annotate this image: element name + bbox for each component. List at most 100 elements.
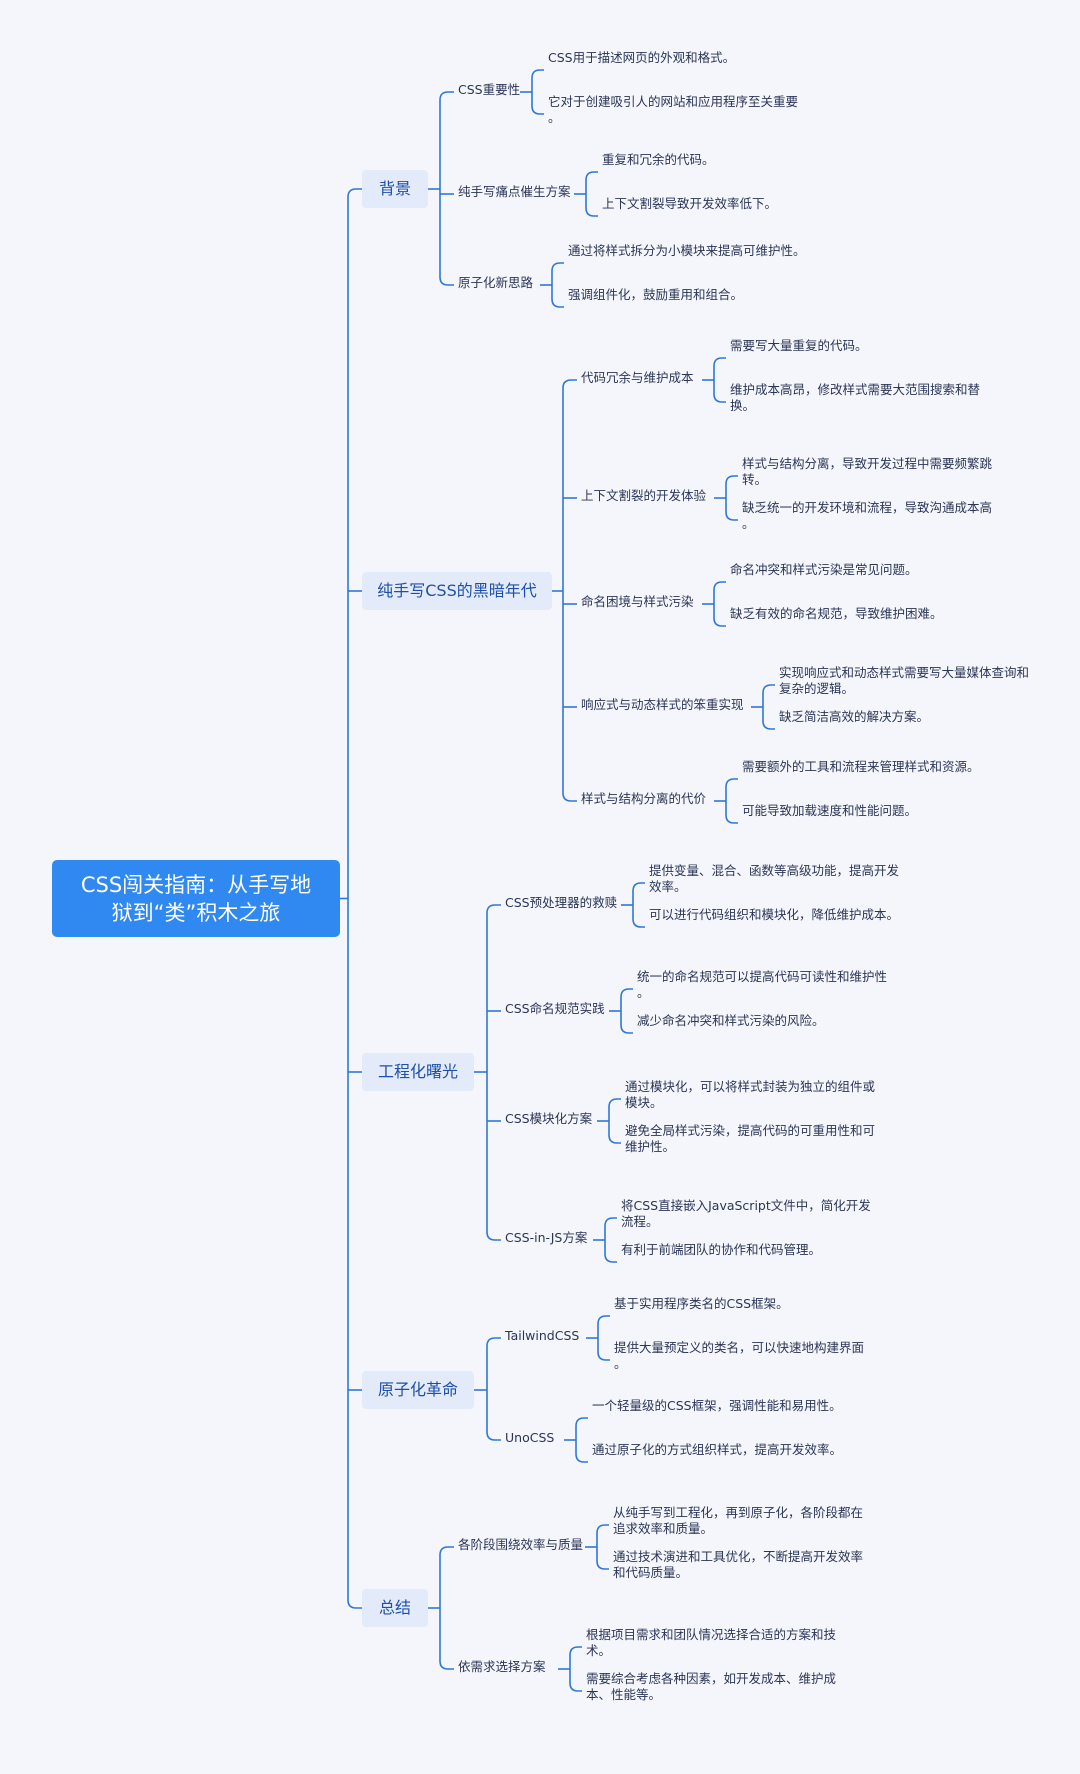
connector-line	[439, 1608, 454, 1670]
connector-line	[486, 904, 501, 1072]
detail-text: 需要综合考虑各种因素，如开发成本、维护成 本、性能等。	[586, 1671, 837, 1702]
subtopic-label[interactable]: CSS重要性	[458, 82, 521, 97]
branch-topic[interactable]: 纯手写CSS的黑暗年代	[362, 572, 552, 610]
connector-line	[620, 1011, 633, 1034]
subtopic-label[interactable]: 原子化新思路	[458, 275, 534, 290]
subtopic-label[interactable]: 命名困境与样式污染	[581, 594, 694, 609]
connector-line	[585, 171, 598, 194]
detail-text: 它对于创建吸引人的网站和应用程序至关重要 。	[548, 94, 799, 125]
detail-text: 重复和冗余的代码。	[602, 152, 715, 167]
connector-line	[762, 707, 775, 730]
detail-text: 缺乏简洁高效的解决方案。	[779, 709, 930, 724]
subtopic-label[interactable]: CSS模块化方案	[505, 1111, 593, 1126]
connector-line	[439, 1546, 454, 1608]
connector-line	[713, 357, 726, 380]
connector-line	[632, 882, 645, 905]
connector-line	[486, 1072, 501, 1241]
subtopic-label[interactable]: CSS命名规范实践	[505, 1001, 605, 1016]
subtopic-label[interactable]: UnoCSS	[505, 1430, 555, 1445]
connector-line	[596, 1524, 609, 1547]
connector-line	[725, 801, 738, 824]
connector-line	[604, 1217, 617, 1240]
connector-line	[531, 69, 544, 92]
subtopic-label[interactable]: 样式与结构分离的代价	[581, 791, 707, 806]
connector-line	[347, 898, 362, 1609]
detail-text: 通过技术演进和工具优化，不断提高开发效率 和代码质量。	[613, 1549, 864, 1580]
connector-line	[551, 262, 564, 285]
detail-text: 可以进行代码组织和模块化，降低维护成本。	[649, 907, 900, 922]
connector-line	[531, 92, 544, 115]
connector-line	[604, 1240, 617, 1263]
subtopic-label[interactable]: 纯手写痛点催生方案	[458, 184, 571, 199]
detail-text: 通过原子化的方式组织样式，提高开发效率。	[592, 1442, 843, 1457]
branch-topic[interactable]: 总结	[362, 1589, 428, 1627]
connector-line	[551, 285, 564, 308]
subtopic-label[interactable]: 上下文割裂的开发体验	[581, 488, 707, 503]
connector-line	[597, 1338, 610, 1361]
connector-line	[575, 1440, 588, 1463]
detail-text: 有利于前端团队的协作和代码管理。	[621, 1242, 822, 1257]
detail-text: 避免全局样式污染，提高代码的可重用性和可 维护性。	[625, 1123, 876, 1154]
branch-topic[interactable]: 背景	[362, 170, 428, 208]
connector-line	[632, 905, 645, 928]
connector-line	[620, 988, 633, 1011]
connector-line	[725, 778, 738, 801]
detail-text: 统一的命名规范可以提高代码可读性和维护性 。	[637, 969, 888, 1000]
detail-text: 需要写大量重复的代码。	[730, 338, 868, 353]
connector-line	[608, 1098, 621, 1121]
branch-topic[interactable]: 原子化革命	[362, 1371, 474, 1409]
detail-text: 提供变量、混合、函数等高级功能，提高开发 效率。	[649, 863, 900, 894]
connector-line	[713, 604, 726, 627]
detail-text: 通过模块化，可以将样式封装为独立的组件或 模块。	[625, 1079, 876, 1110]
subtopic-label[interactable]: TailwindCSS	[505, 1328, 580, 1343]
detail-text: 提供大量预定义的类名，可以快速地构建界面 。	[614, 1340, 865, 1371]
detail-text: 强调组件化，鼓励重用和组合。	[568, 287, 744, 302]
connector-line	[347, 188, 362, 899]
connector-line	[569, 1669, 582, 1692]
subtopic-label[interactable]: 依需求选择方案	[458, 1659, 546, 1674]
branch-topic[interactable]: 工程化曙光	[362, 1053, 474, 1091]
connector-line	[439, 91, 454, 189]
connector-line	[725, 475, 738, 498]
detail-text: 上下文割裂导致开发效率低下。	[602, 196, 778, 211]
subtopic-label[interactable]: CSS预处理器的救赎	[505, 895, 618, 910]
detail-text: 缺乏有效的命名规范，导致维护困难。	[730, 606, 943, 621]
detail-text: 维护成本高昂，修改样式需要大范围搜索和替 换。	[730, 382, 981, 413]
connector-line	[608, 1121, 621, 1144]
connector-line	[596, 1547, 609, 1570]
detail-text: 基于实用程序类名的CSS框架。	[614, 1296, 789, 1311]
connector-line	[597, 1315, 610, 1338]
detail-text: 减少命名冲突和样式污染的风险。	[637, 1013, 825, 1028]
connector-line	[713, 581, 726, 604]
connector-line	[439, 189, 454, 286]
detail-text: 缺乏统一的开发环境和流程，导致沟通成本高 。	[742, 500, 993, 531]
detail-text: 根据项目需求和团队情况选择合适的方案和技 术。	[586, 1627, 837, 1658]
detail-text: 可能导致加载速度和性能问题。	[742, 803, 918, 818]
detail-text: 实现响应式和动态样式需要写大量媒体查询和 复杂的逻辑。	[779, 665, 1030, 696]
root-topic[interactable]: CSS闯关指南：从手写地 狱到“类”积木之旅	[52, 860, 340, 937]
connector-line	[569, 1646, 582, 1669]
detail-text: 样式与结构分离，导致开发过程中需要频繁跳 转。	[742, 456, 993, 487]
subtopic-label[interactable]: 响应式与动态样式的笨重实现	[581, 697, 744, 712]
detail-text: 通过将样式拆分为小模块来提高可维护性。	[568, 243, 806, 258]
connector-line	[585, 194, 598, 217]
connector-line	[713, 380, 726, 403]
connector-line	[562, 591, 577, 802]
connector-line	[486, 1337, 501, 1390]
subtopic-label[interactable]: CSS-in-JS方案	[505, 1230, 588, 1245]
detail-text: 命名冲突和样式污染是常见问题。	[730, 562, 918, 577]
detail-text: 一个轻量级的CSS框架，强调性能和易用性。	[592, 1398, 842, 1413]
detail-text: 从纯手写到工程化，再到原子化，各阶段都在 追求效率和质量。	[613, 1505, 864, 1536]
connector-line	[486, 1390, 501, 1441]
connector-line	[562, 379, 577, 591]
detail-text: CSS用于描述网页的外观和格式。	[548, 50, 736, 65]
connector-line	[575, 1417, 588, 1440]
connector-line	[762, 684, 775, 707]
detail-text: 需要额外的工具和流程来管理样式和资源。	[742, 759, 980, 774]
subtopic-label[interactable]: 各阶段围绕效率与质量	[458, 1537, 584, 1552]
connector-line	[725, 498, 738, 521]
detail-text: 将CSS直接嵌入JavaScript文件中，简化开发 流程。	[621, 1198, 871, 1229]
subtopic-label[interactable]: 代码冗余与维护成本	[581, 370, 694, 385]
